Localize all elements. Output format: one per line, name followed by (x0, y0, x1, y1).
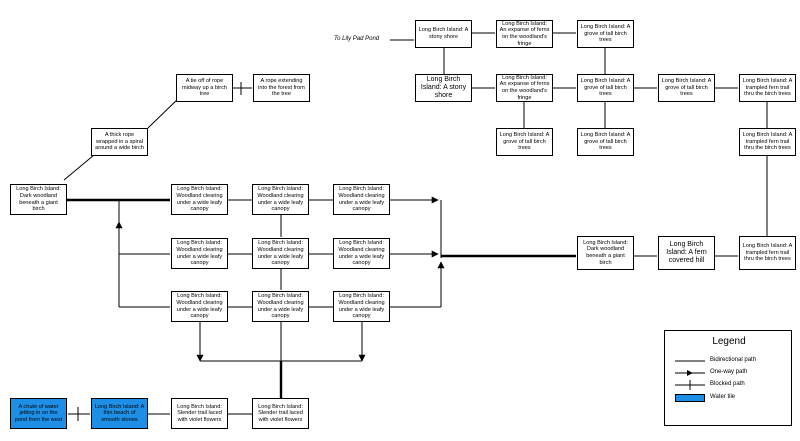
room-fern-expanse-south: Long Birch Island: An expanse of ferns o… (496, 74, 553, 102)
room-clearing-2-2: Long Birch Island: Woodland clearing und… (252, 238, 309, 269)
room-thick-rope: A thick rope wrapped in a spiral around … (91, 128, 148, 156)
room-clearing-3-2: Long Birch Island: Woodland clearing und… (252, 291, 309, 322)
room-dark-woodland-east: Long Birch Island: Dark woodland beneath… (577, 236, 634, 270)
room-birch-grove-south: Long Birch Island: A grove of tall birch… (577, 128, 634, 156)
legend-label-blocked: Blocked path (710, 381, 745, 387)
room-fern-trail-south: Long Birch Island: A trampled fern trail… (739, 236, 796, 270)
room-birch-grove-southwest: Long Birch Island: A grove of tall birch… (496, 128, 553, 156)
bidirectional-line-icon (675, 360, 705, 362)
room-birch-grove-center: Long Birch Island: A grove of tall birch… (577, 74, 634, 102)
room-birch-grove-north: Long Birch Island: A grove of tall birch… (577, 20, 634, 48)
legend-title: Legend (712, 336, 746, 347)
blocked-path-icon (675, 380, 705, 390)
room-violet-trail-east: Long Birch Island: Slender trail laced w… (252, 398, 309, 429)
room-birch-grove-east: Long Birch Island: A grove of tall birch… (658, 74, 715, 102)
room-fern-trail-north: Long Birch Island: A trampled fern trail… (739, 74, 796, 102)
room-dark-woodland-west: Long Birch Island: Dark woodland beneath… (10, 184, 67, 215)
room-clearing-3-3: Long Birch Island: Woodland clearing und… (333, 291, 390, 322)
room-rope-tie-off: A tie off of rope midway up a birch tree (176, 74, 233, 102)
room-violet-trail-west: Long Birch Island: Slender trail laced w… (171, 398, 228, 429)
room-clearing-1-2: Long Birch Island: Woodland clearing und… (252, 184, 309, 215)
legend-label-bidirectional: Bidirectional path (710, 357, 757, 363)
room-fern-expanse-north: Long Birch Island: An expanse of ferns o… (496, 20, 553, 48)
room-fern-hill: Long Birch Island: A fern covered hill (658, 236, 715, 270)
oneway-arrow-icon (675, 370, 705, 376)
room-rope-extending: A rope extending into the forest from th… (253, 74, 310, 102)
legend-row-water: Water tile (665, 393, 793, 403)
room-clearing-3-1: Long Birch Island: Woodland clearing und… (171, 291, 228, 322)
water-tile-swatch (675, 394, 705, 402)
room-clearing-1-3: Long Birch Island: Woodland clearing und… (333, 184, 390, 215)
room-stony-shore-north: Long Birch Island: A stony shore (415, 20, 472, 48)
legend-row-bidirectional: Bidirectional path (665, 356, 793, 366)
legend-row-blocked: Blocked path (665, 380, 793, 390)
room-stone-beach: Long Birch Island: A thin beach of smoot… (91, 398, 148, 429)
legend-row-oneway: One-way path (665, 368, 793, 378)
room-clearing-2-3: Long Birch Island: Woodland clearing und… (333, 238, 390, 269)
room-fern-trail-middle: Long Birch Island: A trampled fern trail… (739, 128, 796, 156)
legend-label-oneway: One-way path (710, 369, 748, 375)
room-stony-shore-south: Long Birch Island: A stony shore (415, 74, 472, 102)
exit-label: To Lily Pad Pond (334, 36, 380, 42)
room-clearing-2-1: Long Birch Island: Woodland clearing und… (171, 238, 228, 269)
room-water-chute: A chute of water jetting in on the pond … (10, 398, 67, 429)
legend-label-water: Water tile (710, 394, 736, 400)
room-clearing-1-1: Long Birch Island: Woodland clearing und… (171, 184, 228, 215)
legend: Legend Bidirectional path One-way path B… (664, 330, 792, 426)
